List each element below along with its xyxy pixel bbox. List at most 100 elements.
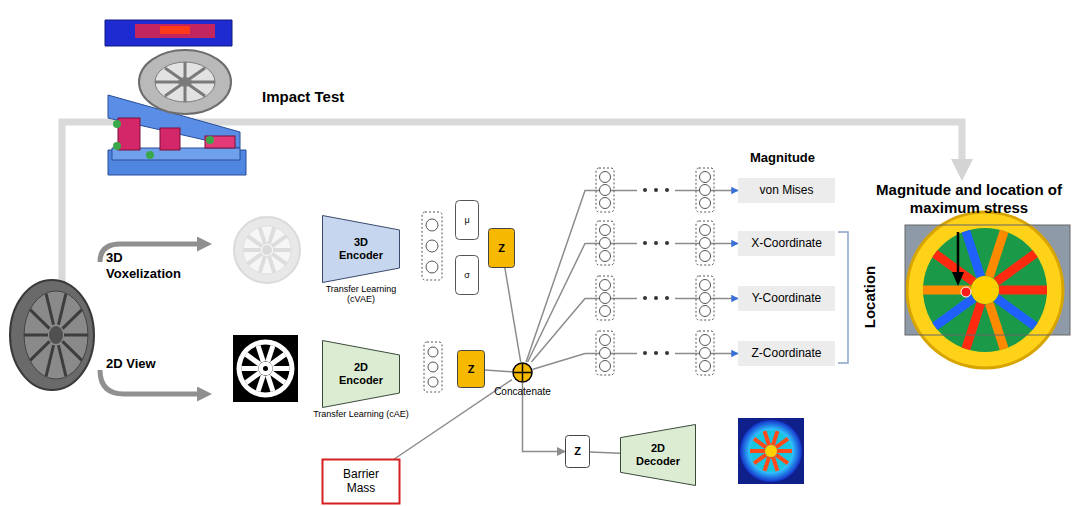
process-box: von Mises xyxy=(738,178,835,203)
neuron xyxy=(600,280,611,291)
neuron xyxy=(600,251,611,262)
ellipsis-dot xyxy=(654,188,658,192)
node-label: Z xyxy=(574,445,581,458)
layer-frame xyxy=(696,168,714,212)
wheel-spoke xyxy=(966,231,981,277)
neuron xyxy=(700,251,711,262)
node-shape xyxy=(458,351,485,388)
ellipsis-dot xyxy=(654,241,658,245)
process-box: Z xyxy=(565,435,590,468)
flow-arrow xyxy=(100,370,206,394)
neuron xyxy=(600,185,611,196)
node-label: Z xyxy=(468,363,475,376)
dots-patch xyxy=(637,348,675,358)
wheel-spoke xyxy=(269,256,275,273)
annotation-label: Location xyxy=(861,266,879,329)
process-box: Z xyxy=(488,228,515,268)
layer-frame xyxy=(596,168,614,212)
neuron xyxy=(600,238,611,249)
connector xyxy=(505,268,521,362)
wheel-spoke xyxy=(989,231,1004,277)
layer-frame xyxy=(596,276,614,320)
wheel-spoke xyxy=(248,236,263,247)
process-box: μ xyxy=(455,200,479,240)
neuron xyxy=(700,361,711,372)
neuron xyxy=(600,348,611,359)
wheel-spoke xyxy=(62,310,81,329)
wheel-spoke xyxy=(46,345,53,376)
annotation-label: 3D Voxelization xyxy=(106,250,201,281)
neuron xyxy=(600,335,611,346)
wheel-spoke xyxy=(260,256,266,273)
wheel-spoke xyxy=(935,254,974,282)
network-block: 2D EncoderTransfer Learning (cAE) xyxy=(322,340,400,408)
wheel-spoke xyxy=(272,236,287,247)
node-shape xyxy=(621,425,696,486)
ellipsis-dot xyxy=(665,188,669,192)
neuron xyxy=(600,225,611,236)
wheel-spoke xyxy=(271,373,285,383)
node-label: μ xyxy=(464,215,469,225)
neuron xyxy=(700,306,711,317)
latent-layer xyxy=(422,212,442,392)
process-box: Barrier Mass xyxy=(322,459,400,504)
wheel-spoke xyxy=(999,286,1047,295)
neuron xyxy=(700,185,711,196)
neuron xyxy=(700,172,711,183)
wheel-spoke xyxy=(248,254,263,265)
layer-frame xyxy=(696,331,714,375)
neuron xyxy=(700,280,711,291)
wheel-spoke xyxy=(273,366,290,371)
wheel-spoke xyxy=(773,431,778,445)
wheel-spoke xyxy=(58,345,65,376)
node-shape xyxy=(456,256,479,295)
neuron xyxy=(700,348,711,359)
neuron xyxy=(600,361,611,372)
wheel-spoke xyxy=(776,439,788,448)
node-label: σ xyxy=(464,270,470,280)
wheel-spoke xyxy=(935,298,974,326)
wheel-spoke xyxy=(30,341,49,360)
wheel-spoke xyxy=(58,294,65,325)
connector xyxy=(531,299,738,363)
annotation-label: 2D View xyxy=(106,356,156,372)
ellipsis-dot xyxy=(654,296,658,300)
concatenate-node: Concatenate xyxy=(512,362,533,383)
decoder-output-image xyxy=(738,418,804,484)
node-shape xyxy=(456,201,479,240)
wheel-spoke xyxy=(271,354,285,364)
layer-frame xyxy=(596,221,614,265)
wheel-spoke xyxy=(268,375,273,391)
wheel-spoke xyxy=(996,298,1035,326)
process-box: Z xyxy=(457,350,485,388)
neuron xyxy=(700,198,711,209)
node-caption: Transfer Learning (cAE) xyxy=(312,409,410,419)
wheel-spoke xyxy=(24,334,48,337)
node-label: Y-Coordinate xyxy=(752,292,822,306)
wheel-spoke xyxy=(996,254,1035,282)
node-label: X-Coordinate xyxy=(751,237,822,251)
layer-frame xyxy=(696,221,714,265)
wheel-spoke xyxy=(269,227,275,244)
node-shape xyxy=(323,216,400,283)
connector xyxy=(485,370,512,372)
wheel-spoke xyxy=(258,346,263,362)
wheel-spoke xyxy=(272,254,287,265)
location-bracket xyxy=(838,232,848,363)
voxel-wheel xyxy=(234,217,300,283)
node-label: Barrier Mass xyxy=(331,468,391,496)
ellipsis-dot xyxy=(654,351,658,355)
node-outline xyxy=(512,362,533,383)
neuron xyxy=(700,225,711,236)
layer-frame xyxy=(696,276,714,320)
neuron xyxy=(600,198,611,209)
impact-rig xyxy=(105,20,246,175)
neuron xyxy=(600,293,611,304)
wheel-spoke xyxy=(260,227,266,244)
node-label: Z xyxy=(498,242,505,255)
node-label: von Mises xyxy=(759,184,813,198)
wheel-spoke xyxy=(243,248,261,252)
wheel-spoke xyxy=(773,457,778,471)
neuron xyxy=(600,172,611,183)
node-shape xyxy=(323,460,400,504)
